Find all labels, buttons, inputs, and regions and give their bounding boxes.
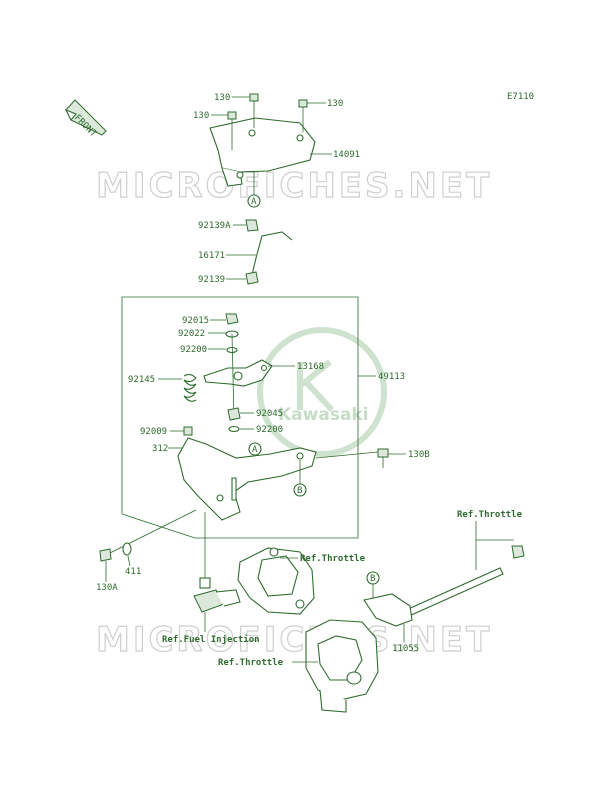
label-130A: 130A bbox=[96, 583, 118, 593]
front-arrow-icon: FRONT bbox=[64, 99, 107, 140]
watermark-text-top: MICROFICHES.NET bbox=[96, 166, 492, 206]
callout-b-throttle-letter: B bbox=[370, 574, 375, 584]
label-130-right: 130 bbox=[327, 99, 343, 109]
label-130B: 130B bbox=[408, 450, 430, 460]
label-49113: 49113 bbox=[378, 372, 405, 382]
fuel-injection-connector bbox=[193, 577, 241, 613]
callout-b-bracket-letter: B bbox=[297, 486, 302, 496]
ref-fuel-injection: Ref.Fuel Injection bbox=[162, 634, 260, 645]
kawasaki-logo-ring bbox=[257, 327, 387, 457]
screw-92009 bbox=[183, 426, 193, 436]
label-92139: 92139 bbox=[198, 275, 225, 285]
diagram-code: E7110 bbox=[507, 92, 534, 102]
bolt-130A bbox=[99, 548, 112, 562]
callout-b-bracket bbox=[293, 483, 307, 497]
watermark-text-bottom: MICROFICHES.NET bbox=[96, 620, 492, 660]
label-411: 411 bbox=[125, 567, 141, 577]
label-92200-upper: 92200 bbox=[180, 345, 207, 355]
bolt-130B bbox=[377, 448, 389, 458]
ref-throttle-bottom: Ref.Throttle bbox=[218, 658, 284, 668]
bolt-130-top bbox=[249, 93, 259, 128]
kawasaki-logo-k bbox=[297, 359, 335, 413]
label-92015: 92015 bbox=[182, 316, 209, 326]
bolt-130-left bbox=[227, 111, 237, 150]
callout-a-top bbox=[247, 194, 261, 208]
clip-92139 bbox=[245, 271, 259, 285]
bolt-130-right bbox=[298, 99, 308, 132]
label-130-left: 130 bbox=[193, 111, 209, 121]
label-92139A: 92139A bbox=[198, 221, 231, 231]
nut-92015 bbox=[225, 313, 239, 325]
assembly-frame bbox=[121, 296, 359, 539]
label-16171: 16171 bbox=[198, 251, 225, 261]
label-14091: 14091 bbox=[333, 150, 360, 160]
callout-a-lower-letter: A bbox=[252, 445, 258, 455]
bolt-bracket bbox=[231, 477, 237, 501]
label-92200-lower: 92200 bbox=[256, 425, 283, 435]
bushing-92045 bbox=[227, 407, 241, 421]
kawasaki-logo-text: Kawasaki bbox=[278, 405, 369, 425]
ref-throttle-top: Ref.Throttle bbox=[300, 554, 366, 564]
throttle-body-upper bbox=[237, 547, 315, 615]
label-312: 312 bbox=[152, 444, 168, 454]
label-130-top: 130 bbox=[214, 93, 230, 103]
nut-throttle-stud bbox=[511, 545, 525, 559]
label-11055: 11055 bbox=[392, 644, 419, 654]
label-92022: 92022 bbox=[178, 329, 205, 339]
cover-part-14091 bbox=[209, 117, 316, 187]
label-92045: 92045 bbox=[256, 409, 283, 419]
rod-16171 bbox=[251, 231, 293, 276]
bracket-plate bbox=[177, 437, 317, 521]
bracket-11055 bbox=[363, 593, 413, 627]
callout-a-lower bbox=[248, 442, 262, 456]
label-92009: 92009 bbox=[140, 427, 167, 437]
washer-92200-lower bbox=[228, 425, 240, 433]
watermark: MICROFICHES.NET MICROFICHES.NET Kawasaki bbox=[95, 165, 492, 660]
spring-92145 bbox=[183, 373, 197, 402]
callout-a-top-letter: A bbox=[251, 197, 257, 207]
throttle-body-lower bbox=[305, 619, 379, 713]
label-13168: 13168 bbox=[297, 362, 324, 372]
label-92145: 92145 bbox=[128, 375, 155, 385]
ref-throttle-right: Ref.Throttle bbox=[457, 510, 523, 520]
throttle-stud bbox=[405, 567, 504, 617]
clip-92139A bbox=[245, 219, 259, 232]
washer-411 bbox=[122, 542, 132, 556]
